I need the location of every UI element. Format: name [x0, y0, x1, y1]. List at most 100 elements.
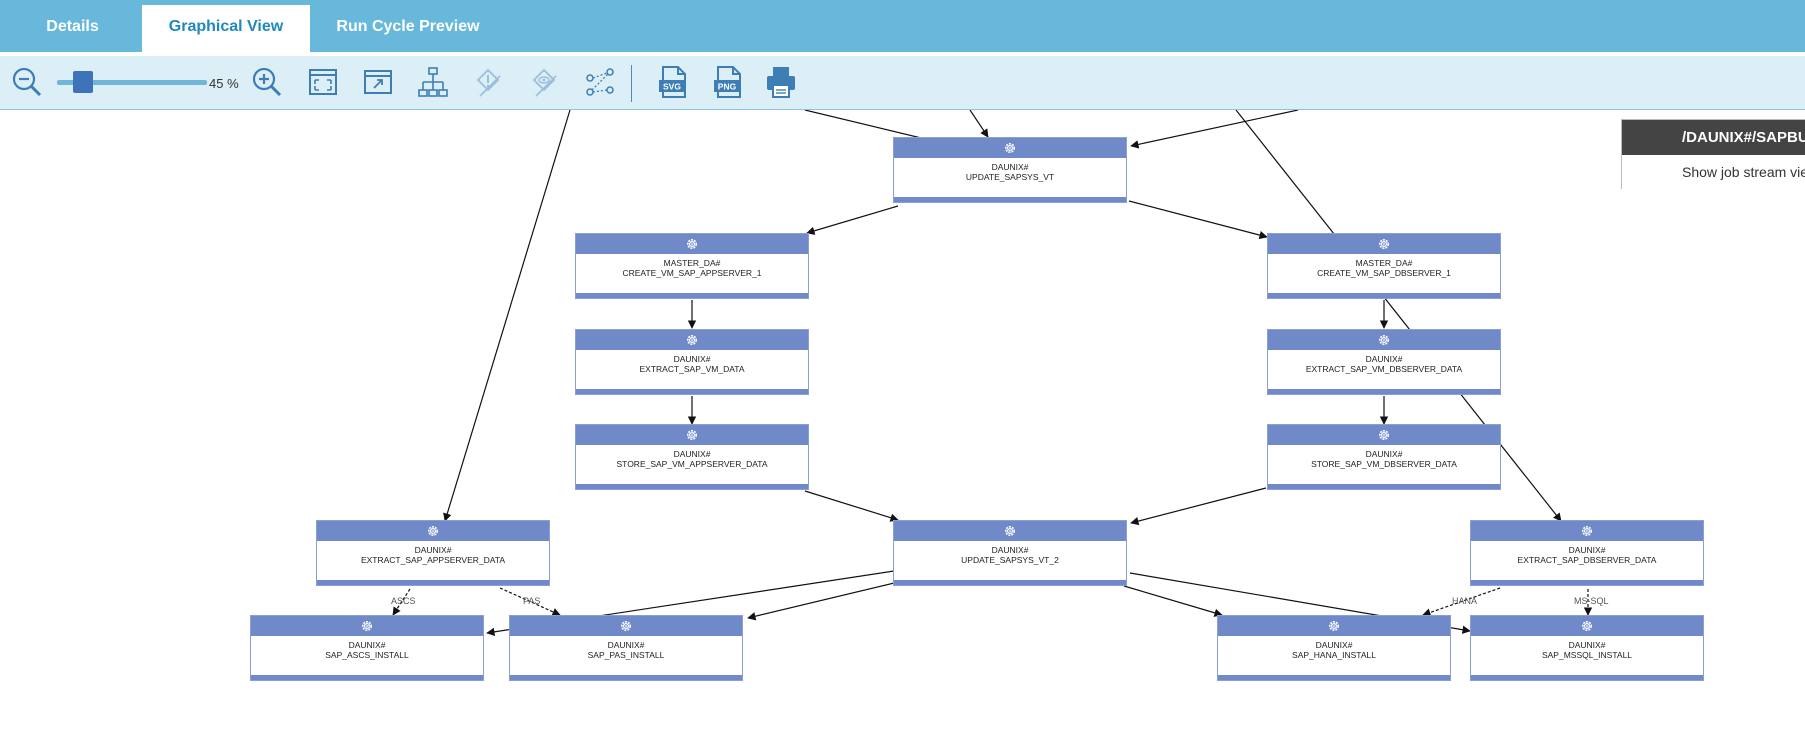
edge — [1130, 487, 1267, 526]
job-workstation: DAUNIX# — [1315, 640, 1353, 650]
job-node[interactable]: DAUNIX#SAP_ASCS_INSTALL — [250, 615, 484, 681]
dependency-icon[interactable] — [470, 64, 506, 100]
job-workstation: DAUNIX# — [673, 354, 711, 364]
job-workstation: DAUNIX# — [607, 640, 645, 650]
edge-label-mssql: MS-SQL — [1574, 596, 1609, 606]
edge — [1130, 110, 1299, 149]
job-name: STORE_SAP_VM_APPSERVER_DATA — [616, 459, 768, 469]
zoom-slider-thumb[interactable] — [73, 71, 93, 93]
tab-graphical-view[interactable]: Graphical View — [142, 5, 310, 52]
job-gear-icon — [426, 524, 440, 538]
job-workstation: DAUNIX# — [348, 640, 386, 650]
job-name: CREATE_VM_SAP_APPSERVER_1 — [622, 268, 762, 278]
job-gear-icon — [685, 237, 699, 251]
job-workstation: DAUNIX# — [1365, 449, 1403, 459]
job-node[interactable]: DAUNIX#SAP_HANA_INSTALL — [1217, 615, 1451, 681]
job-node[interactable]: DAUNIX#UPDATE_SAPSYS_VT — [893, 137, 1127, 203]
job-gear-icon — [360, 619, 374, 633]
zoom-in-icon[interactable] — [249, 64, 285, 100]
job-stream-panel-clip: /DAUNIX#/SAPBUILD Show job stream view — [1621, 119, 1805, 189]
job-node[interactable]: DAUNIX#SAP_PAS_INSTALL — [509, 615, 743, 681]
job-name: EXTRACT_SAP_APPSERVER_DATA — [360, 555, 506, 565]
job-workstation: DAUNIX# — [1568, 640, 1606, 650]
svg-export-icon[interactable]: SVG — [655, 64, 691, 100]
toolbar — [0, 56, 1805, 110]
edge — [804, 490, 899, 522]
show-job-stream-view-link[interactable]: Show job stream view — [1682, 164, 1805, 180]
edge — [1235, 110, 1562, 522]
graph-canvas[interactable]: ASCS PAS HANA MS-SQL — [0, 110, 1805, 740]
job-workstation: DAUNIX# — [1365, 354, 1403, 364]
job-stream-panel: /DAUNIX#/SAPBUILD Show job stream view — [1621, 119, 1805, 189]
job-node[interactable]: DAUNIX#SAP_MSSQL_INSTALL — [1470, 615, 1704, 681]
job-node[interactable]: DAUNIX#EXTRACT_SAP_VM_DBSERVER_DATA — [1267, 329, 1501, 395]
job-gear-icon — [1580, 524, 1594, 538]
edge — [499, 587, 561, 616]
job-node[interactable]: DAUNIX#EXTRACT_SAP_VM_DATA — [575, 329, 809, 395]
job-name: CREATE_VM_SAP_DBSERVER_1 — [1317, 268, 1451, 278]
job-name: EXTRACT_SAP_VM_DBSERVER_DATA — [1305, 364, 1463, 374]
show-icon[interactable] — [526, 64, 562, 100]
svg-icon-text: SVG — [663, 82, 681, 92]
job-gear-icon — [1377, 333, 1391, 347]
job-node-header — [894, 138, 1126, 158]
tab-run-cycle-preview[interactable]: Run Cycle Preview — [336, 18, 480, 35]
job-name: UPDATE_SAPSYS_VT_2 — [961, 555, 1059, 565]
job-workstation: DAUNIX# — [673, 449, 711, 459]
job-workstation: MASTER_DA# — [663, 258, 721, 268]
hierarchy-layout-icon[interactable] — [415, 64, 451, 100]
job-node[interactable]: MASTER_DA#CREATE_VM_SAP_DBSERVER_1 — [1267, 233, 1501, 299]
job-workstation: DAUNIX# — [1568, 545, 1606, 555]
job-name: STORE_SAP_VM_DBSERVER_DATA — [1311, 459, 1457, 469]
job-node[interactable]: MASTER_DA#CREATE_VM_SAP_APPSERVER_1 — [575, 233, 809, 299]
job-node[interactable]: DAUNIX#STORE_SAP_VM_DBSERVER_DATA — [1267, 424, 1501, 490]
job-workstation: DAUNIX# — [991, 545, 1029, 555]
job-name: EXTRACT_SAP_VM_DATA — [639, 364, 745, 374]
network-layout-icon[interactable] — [582, 64, 618, 100]
job-gear-icon — [1327, 619, 1341, 633]
edge-label-hana: HANA — [1452, 596, 1477, 606]
job-gear-icon — [1003, 141, 1017, 155]
job-node[interactable]: DAUNIX#EXTRACT_SAP_DBSERVER_DATA — [1470, 520, 1704, 586]
toolbar-separator — [631, 65, 632, 102]
edge — [1128, 200, 1268, 240]
edge — [1123, 585, 1223, 617]
edge — [969, 110, 989, 138]
job-name: EXTRACT_SAP_DBSERVER_DATA — [1517, 555, 1657, 565]
job-node[interactable]: DAUNIX#STORE_SAP_VM_APPSERVER_DATA — [575, 424, 809, 490]
png-icon-text: PNG — [718, 82, 737, 92]
tab-details[interactable]: Details — [46, 18, 99, 35]
edge — [1422, 587, 1501, 617]
print-icon[interactable] — [763, 64, 799, 100]
job-stream-title: /DAUNIX#/SAPBUILD — [1622, 120, 1805, 155]
png-export-icon[interactable]: PNG — [710, 64, 746, 100]
job-name: SAP_MSSQL_INSTALL — [1541, 650, 1633, 660]
dependency-edges: ASCS PAS HANA MS-SQL — [391, 110, 1609, 637]
job-gear-icon — [685, 333, 699, 347]
job-name: SAP_ASCS_INSTALL — [325, 650, 409, 660]
tab-bar: Details Graphical View Run Cycle Preview — [0, 0, 1805, 52]
fit-to-screen-icon[interactable] — [305, 64, 341, 100]
job-workstation: MASTER_DA# — [1355, 258, 1413, 268]
job-gear-icon — [1377, 428, 1391, 442]
zoom-slider-track[interactable] — [57, 80, 207, 85]
job-name: SAP_PAS_INSTALL — [587, 650, 665, 660]
job-node[interactable]: DAUNIX#UPDATE_SAPSYS_VT_2 — [893, 520, 1127, 586]
job-workstation: DAUNIX# — [414, 545, 452, 555]
zoom-level-label: 45 % — [209, 76, 239, 91]
edge — [392, 588, 411, 616]
edge-label-pas: PAS — [523, 596, 540, 606]
job-gear-icon — [685, 428, 699, 442]
edge — [443, 110, 571, 522]
job-node[interactable]: DAUNIX#EXTRACT_SAP_APPSERVER_DATA — [316, 520, 550, 586]
job-gear-icon — [619, 619, 633, 633]
job-name: SAP_HANA_INSTALL — [1292, 650, 1376, 660]
job-gear-icon — [1580, 619, 1594, 633]
edge — [747, 582, 895, 621]
job-gear-icon — [1003, 524, 1017, 538]
job-name: UPDATE_SAPSYS_VT — [965, 172, 1055, 182]
zoom-out-icon[interactable] — [9, 64, 45, 100]
job-workstation: DAUNIX# — [991, 162, 1029, 172]
edge-label-ascs: ASCS — [391, 596, 416, 606]
open-external-icon[interactable] — [360, 64, 396, 100]
